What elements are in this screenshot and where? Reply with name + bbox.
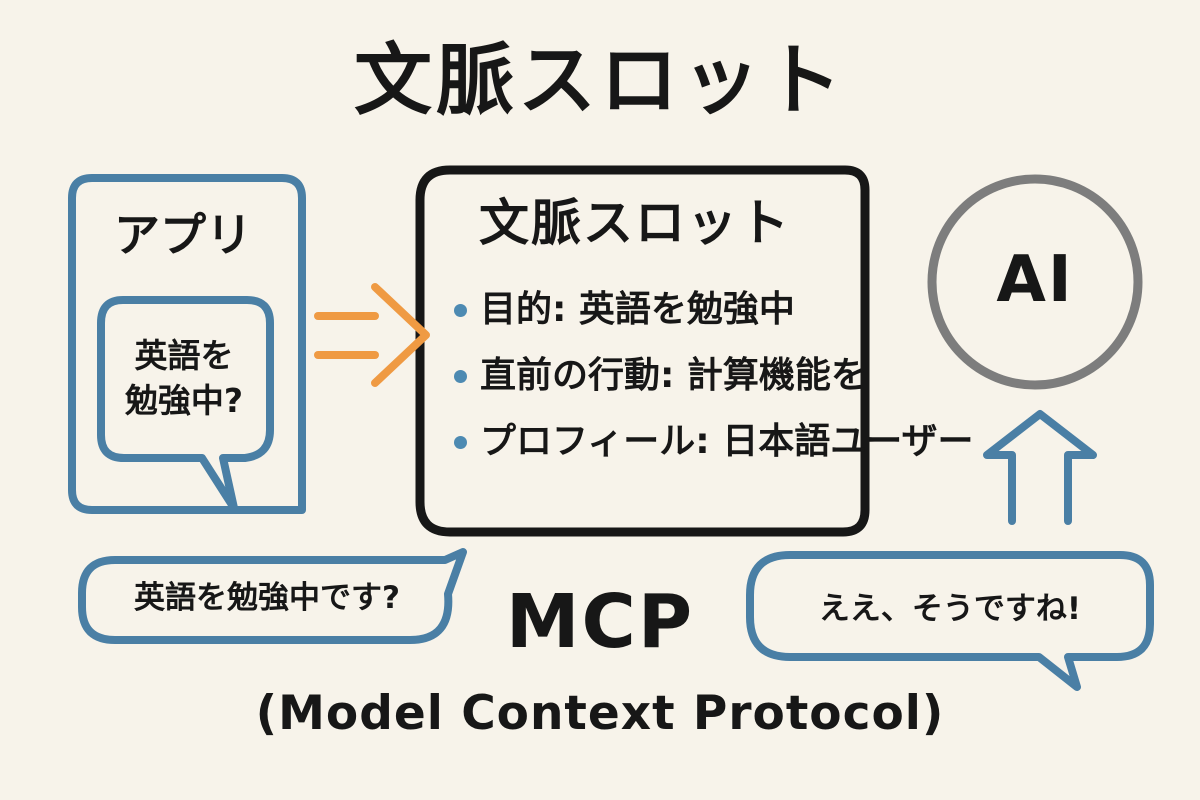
app-speech-text: 英語を 勉強中? — [124, 336, 244, 420]
up-to-ai-arrow — [983, 410, 1097, 525]
context-slot-item-previous-action: 直前の行動: 計算機能を — [454, 355, 975, 424]
page-title: 文脈スロット — [353, 36, 846, 126]
mcp-full-name: (Model Context Protocol) — [255, 686, 945, 741]
left-chat-bubble-text: 英語を勉強中です? — [134, 580, 400, 616]
right-chat-bubble-text: ええ、そうですね! — [818, 591, 1082, 627]
ai-label: AI — [996, 243, 1074, 317]
mcp-label: MCP — [505, 579, 695, 665]
app-label: アプリ — [114, 208, 252, 262]
bullet-dot-icon — [454, 370, 467, 383]
context-slot-item-label: 目的: 英語を勉強中 — [480, 289, 795, 330]
context-slot-list: 目的: 英語を勉強中 直前の行動: 計算機能を プロフィール: 日本語ユーザー — [454, 289, 975, 490]
context-slot-item-profile: プロフィール: 日本語ユーザー — [454, 421, 975, 490]
context-slot-item-purpose: 目的: 英語を勉強中 — [454, 289, 975, 358]
context-slot-title: 文脈スロット — [479, 194, 791, 252]
app-to-context-arrow — [314, 283, 430, 387]
bullet-dot-icon — [454, 436, 467, 449]
context-slot-item-label: プロフィール: 日本語ユーザー — [480, 421, 974, 462]
context-slot-item-label: 直前の行動: 計算機能を — [480, 355, 867, 396]
bullet-dot-icon — [454, 304, 467, 317]
